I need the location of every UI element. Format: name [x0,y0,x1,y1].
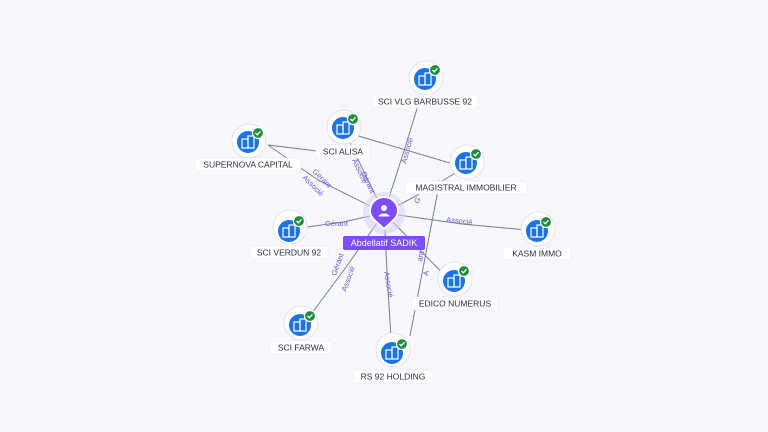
node-label-bg [315,144,371,159]
node-rs-92-holding[interactable]: RS 92 HOLDING [352,332,434,384]
node-label: SCI VLG BARBUSSE 92 [378,97,472,107]
building-icon [459,156,473,170]
node-sci-vlg-barbusse-92[interactable]: SCI VLG BARBUSSE 92 [371,60,479,109]
node-sci-farwa[interactable]: SCI FARWA [269,305,333,355]
edge-label: Associé [382,271,395,298]
node-label: MAGISTRAL IMMOBILIER [415,183,516,193]
building-icon [336,121,350,135]
edge-sci-alisa-magistral [344,131,461,167]
edge-label: G [412,195,423,205]
edge-label: Gérant [329,251,346,276]
node-supernova-capital[interactable]: SUPERNOVA CAPITAL [194,123,302,172]
node-label: EDICO NUMERUS [419,299,492,309]
node-sci-alisa[interactable]: SCI ALISA [315,109,371,159]
verified-badge-icon [303,309,317,323]
node-label: SCI VERDUN 92 [257,248,322,258]
node-label-bg [502,246,572,261]
edge-supernova-capital [267,144,385,214]
node-label: SCI ALISA [323,147,363,157]
node-label-bg [269,340,333,355]
node-magistral-immobilier[interactable]: MAGISTRAL IMMOBILIER [404,144,528,195]
node-label-bg [371,94,479,109]
node-sci-verdun-92[interactable]: SCI VERDUN 92 [249,209,329,260]
node-label-bg [404,180,528,195]
verified-badge-icon [346,112,360,126]
verified-badge-icon [469,147,483,161]
verified-badge-icon [428,63,442,77]
node-label: SUPERNOVA CAPITAL [203,160,293,170]
edge-label: Associé [339,265,356,293]
node-label: KASM IMMO [512,249,562,259]
building-icon [530,224,544,238]
node-label-bg [352,369,434,384]
building-icon [447,274,461,288]
edge-label: A [421,270,431,277]
building-icon [241,135,255,149]
edge-label: Gérant [325,219,349,228]
edge-kasm-immo [383,212,539,232]
edge-label: Associé [446,215,473,227]
center-label-bg [343,236,425,250]
node-edico-numerus[interactable]: EDICO NUMERUS [411,261,499,311]
node-kasm-immo[interactable]: KASM IMMO [502,211,572,261]
center-person-name: Abdellatif SADIK [351,238,418,248]
verified-badge-icon [395,337,409,351]
node-label-bg [249,245,329,260]
verified-badge-icon [292,214,306,228]
node-label: RS 92 HOLDING [361,372,426,382]
verified-badge-icon [457,264,471,278]
building-icon [385,346,399,360]
edge-label: ant [415,250,426,263]
edge-label: Associé [399,137,414,165]
center-person-node[interactable]: Abdellatif SADIK [343,192,425,250]
building-icon [418,72,432,86]
building-icon [282,224,296,238]
person-icon [378,205,390,217]
location-pin-icon [368,196,400,231]
node-label-bg [194,157,302,172]
building-icon [293,318,307,332]
node-label: SCI FARWA [278,343,325,353]
node-label-bg [411,296,499,311]
edge-rs-92-magistral [409,179,441,337]
edge-sci-farwa [302,212,385,326]
verified-badge-icon [251,126,265,140]
verified-badge-icon [539,215,553,229]
